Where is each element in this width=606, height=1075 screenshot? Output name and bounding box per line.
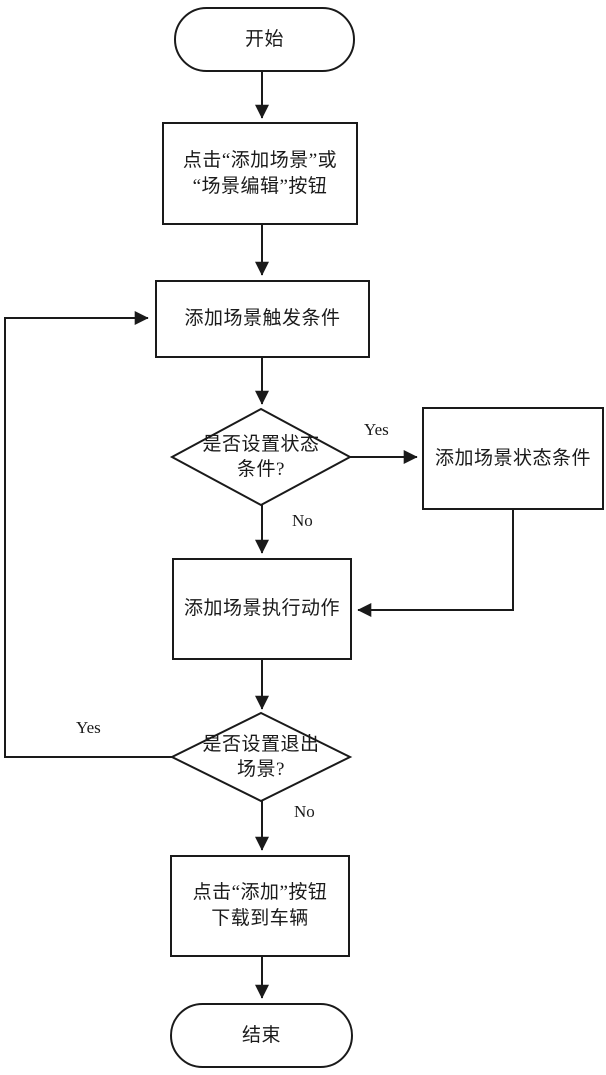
node-add-trigger: 添加场景触发条件 [155,280,370,358]
edge-label-decision-state-yes: Yes [364,420,389,439]
node-add-state-condition: 添加场景状态条件 [422,407,604,510]
edge-label-decision-exit-no: No [294,802,315,821]
node-click-add-scene: 点击“添加场景”或 “场景编辑”按钮 [162,122,358,225]
decision-exit-diamond [169,711,353,803]
node-start-label: 开始 [244,28,284,50]
node-start: 开始 [174,7,355,72]
node-add-state-condition-label: 添加场景状态条件 [434,447,591,469]
node-decision-exit-label: 是否设置退出 场景? [202,734,320,780]
node-end-label: 结束 [241,1024,281,1046]
node-add-action-label: 添加场景执行动作 [183,598,340,619]
node-click-add-scene-label: 点击“添加场景”或 “场景编辑”按钮 [182,149,338,197]
edge-decision-exit-yes-loop [4,311,172,758]
node-click-add-download: 点击“添加”按钮 下载到车辆 [170,855,350,957]
node-decision-exit: 是否设置退出 场景? [186,719,336,795]
node-end: 结束 [170,1003,353,1068]
node-add-trigger-label: 添加场景触发条件 [184,308,341,329]
decision-state-diamond [169,407,353,507]
edge-label-decision-state-no: No [292,511,313,530]
node-decision-state-label: 是否设置状态 条件? [202,434,320,480]
edge-label-decision-exit-yes: Yes [76,718,101,737]
node-click-add-download-label: 点击“添加”按钮 下载到车辆 [192,882,328,929]
edge-state-to-action [357,510,514,617]
node-decision-state: 是否设置状态 条件? [186,418,336,496]
node-add-action: 添加场景执行动作 [172,558,352,660]
